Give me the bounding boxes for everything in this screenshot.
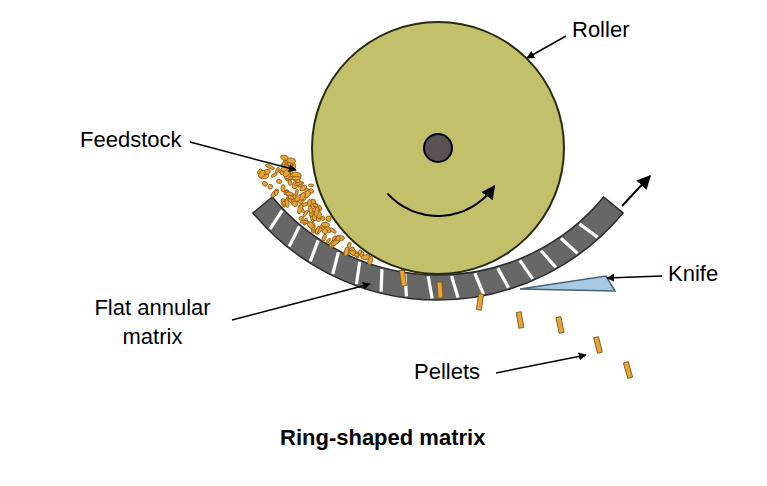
pellet xyxy=(437,282,443,298)
feedstock-particle xyxy=(308,188,315,194)
knife-blade xyxy=(520,276,615,291)
pellet xyxy=(623,362,632,379)
die-hole xyxy=(561,238,578,253)
part-label: Knife xyxy=(668,260,718,289)
die-hole xyxy=(310,240,318,261)
feedstock-particle xyxy=(322,234,328,242)
part-label: Roller xyxy=(572,16,629,45)
feedstock-particle xyxy=(257,169,266,179)
die-hole xyxy=(270,210,282,229)
feedstock-particle xyxy=(315,226,321,235)
feedstock-particle xyxy=(267,184,273,190)
feedstock-particle xyxy=(326,216,332,222)
feedstock-particle xyxy=(262,181,269,187)
leader-line xyxy=(607,276,662,278)
leader-line xyxy=(190,142,296,170)
leader-line xyxy=(527,36,566,58)
feedstock-particle xyxy=(300,220,309,223)
die-hole xyxy=(289,226,299,246)
die-hole xyxy=(498,268,509,288)
feedstock-particle xyxy=(271,172,278,178)
feedstock-particle xyxy=(367,256,373,266)
feedstock-particle xyxy=(321,222,330,228)
feedstock-particle xyxy=(299,216,304,220)
part-label: Feedstock xyxy=(80,126,182,155)
feedstock-particle xyxy=(325,238,331,244)
part-label: Flat annular matrix xyxy=(70,294,235,351)
feedstock-particle xyxy=(282,168,292,178)
pellet xyxy=(556,317,564,334)
feedstock-particle xyxy=(308,184,314,187)
feedstock-particle xyxy=(322,228,329,235)
roller-disc xyxy=(312,22,564,274)
leader-lines xyxy=(190,36,662,373)
leader-line xyxy=(232,284,370,320)
exit-arrow xyxy=(622,176,650,206)
feedstock-particle xyxy=(280,154,289,161)
die-hole xyxy=(475,273,484,294)
pellet xyxy=(476,294,483,311)
feedstock-particle xyxy=(335,235,344,240)
feedstock-particle xyxy=(295,189,299,196)
leader-line xyxy=(496,355,586,373)
feedstock-particle xyxy=(299,192,307,202)
feedstock-particle xyxy=(273,190,279,196)
die-hole xyxy=(356,262,359,284)
rotation-arrow xyxy=(387,186,494,216)
feedstock-particle xyxy=(285,198,290,207)
die-hole xyxy=(520,260,533,278)
feedstock-particle xyxy=(354,253,359,257)
figure-caption: Ring-shaped matrix xyxy=(280,424,485,453)
feedstock-particle xyxy=(276,179,282,184)
feedstock-particle xyxy=(307,199,312,207)
pellet xyxy=(594,337,603,354)
die-hole xyxy=(428,276,432,298)
roller-hub xyxy=(424,134,452,162)
feedstock-particle xyxy=(314,207,319,217)
die-hole xyxy=(333,252,339,274)
feedstock-particle xyxy=(343,247,349,257)
die-hole xyxy=(452,276,458,298)
die-hole xyxy=(541,250,556,267)
feedstock-particle xyxy=(292,176,301,180)
pellet xyxy=(516,312,524,329)
pellet xyxy=(399,270,406,287)
feedstock-particle xyxy=(329,227,337,234)
feedstock-particle xyxy=(309,213,314,217)
feedstock-particle xyxy=(288,195,294,200)
die-hole xyxy=(380,269,384,291)
die-hole xyxy=(579,224,597,237)
feedstock-particle xyxy=(320,216,326,222)
feedstock-particle xyxy=(270,188,280,199)
part-label: Pellets xyxy=(414,358,480,387)
feedstock-particle xyxy=(335,235,340,241)
feedstock-particle xyxy=(313,226,323,236)
